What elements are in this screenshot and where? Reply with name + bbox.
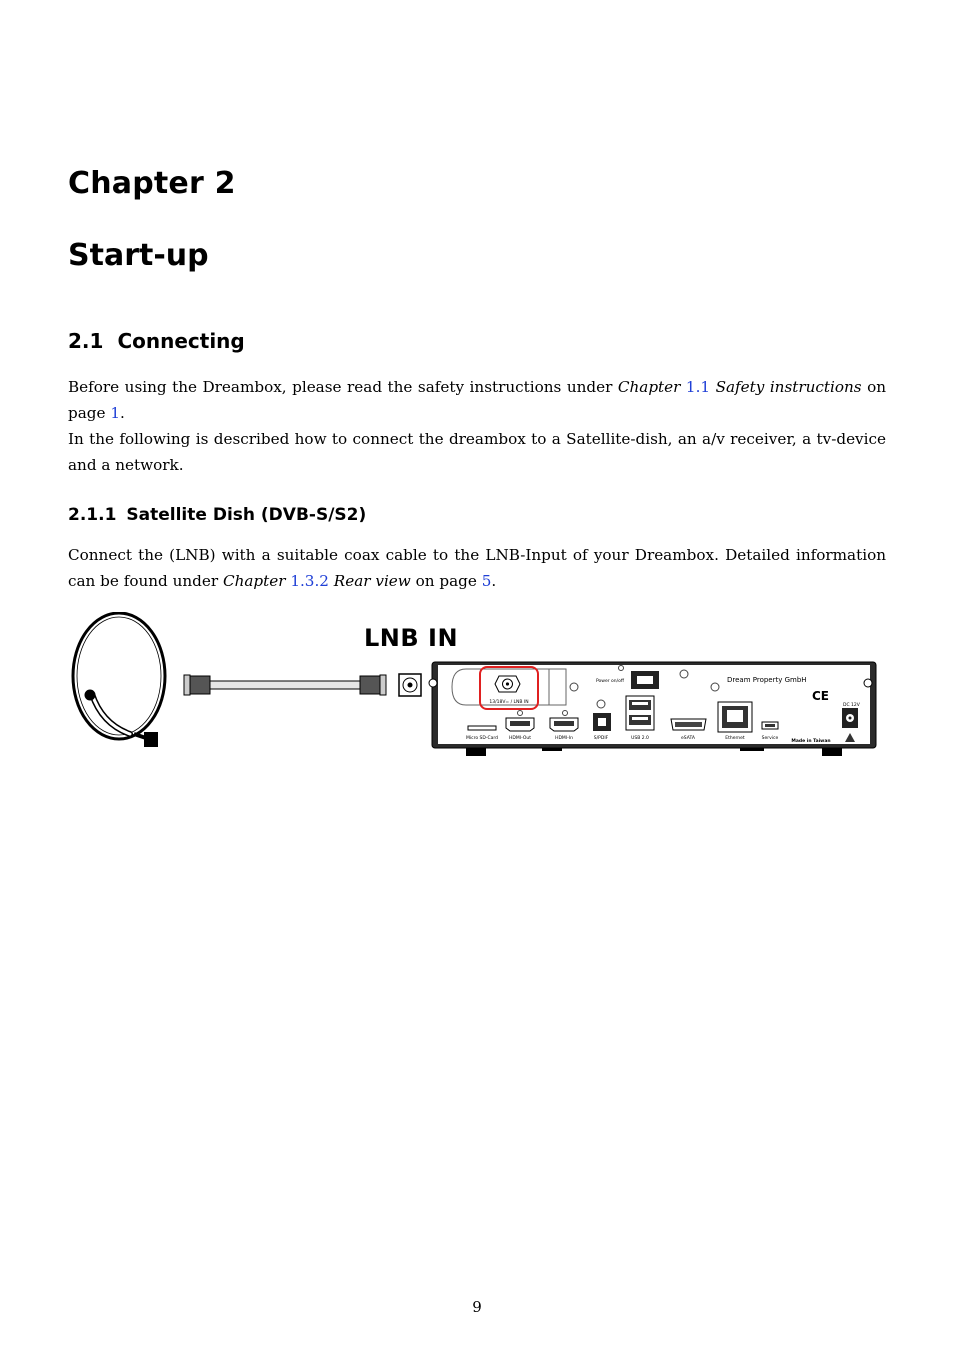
satellite-period: . (491, 572, 497, 590)
subsection-number: 2.1.1 (68, 505, 117, 525)
subsection-title: Satellite Dish (DVB-S/S2) (126, 505, 367, 525)
intro-text: Before using the Dreambox, please read t… (68, 378, 618, 396)
section-title: Connecting (117, 329, 245, 353)
satellite-text: Connect the (LNB) with a suitable coax c… (68, 546, 886, 590)
port-label-hdmi-in: HDMI-In (555, 735, 573, 741)
power-label: Power on/off (596, 678, 625, 684)
port-label-spdif: S/PDIF (594, 735, 609, 741)
chapter-ref-link[interactable]: 1.1 (685, 378, 711, 396)
lnb-in-port: 13/18V= / LNB IN (489, 675, 529, 705)
chapter-label: Chapter 2 (68, 166, 236, 201)
intro-paragraph-2: In the following is described how to con… (68, 430, 886, 474)
intro-paragraph: Before using the Dreambox, please read t… (68, 374, 886, 478)
lnb-in-caption: LNB IN (364, 624, 459, 652)
dc-label: DC 12V (843, 702, 861, 708)
chapter-ref-link-2[interactable]: 1.3.2 (290, 572, 329, 590)
page-ref-link[interactable]: 1 (110, 404, 120, 422)
port-label-ethernet: Ethernet (725, 735, 745, 741)
warning-triangle-icon (845, 733, 855, 742)
page-ref-link-2[interactable]: 5 (481, 572, 492, 590)
made-in-label: Made in Taiwan (791, 738, 830, 744)
chapter-ref-title-2: Rear view (333, 572, 411, 590)
port-label-usb: USB 2.0 (631, 735, 649, 741)
port-label-hdmi-out: HDMI-Out (509, 735, 531, 741)
coax-cable (183, 673, 422, 697)
chapter-ref-title: Safety instructions (715, 378, 862, 396)
satellite-paragraph: Connect the (LNB) with a suitable coax c… (68, 542, 886, 594)
port-label-service: Service (762, 735, 779, 741)
section-number: 2.1 (68, 329, 104, 353)
chapter-title: Start-up (68, 238, 209, 273)
intro-period: . (120, 404, 125, 422)
port-label-esata: eSATA (681, 735, 696, 741)
section-heading: 2.1 Connecting (68, 329, 245, 353)
receiver-rear-panel: 13/18V= / LNB IN Power on/off Dream Prop… (428, 661, 877, 756)
chapter-ref-word: Chapter (617, 378, 681, 396)
satellite-dish-icon (71, 612, 167, 747)
connection-figure: 13/18V= / LNB IN Power on/off Dream Prop… (71, 612, 877, 756)
chapter-ref-word-2: Chapter (222, 572, 286, 590)
subsection-heading: 2.1.1 Satellite Dish (DVB-S/S2) (68, 505, 366, 525)
satellite-text-on-page: on page (410, 572, 482, 590)
port-label-sd: Micro SD-Card (466, 735, 498, 741)
page-number: 9 (472, 1298, 482, 1316)
lnb-port-label: 13/18V= / LNB IN (489, 699, 528, 705)
intro-text-on-page: on page (68, 378, 887, 422)
ce-mark: CE (812, 689, 829, 703)
brand-label: Dream Property GmbH (727, 676, 807, 684)
